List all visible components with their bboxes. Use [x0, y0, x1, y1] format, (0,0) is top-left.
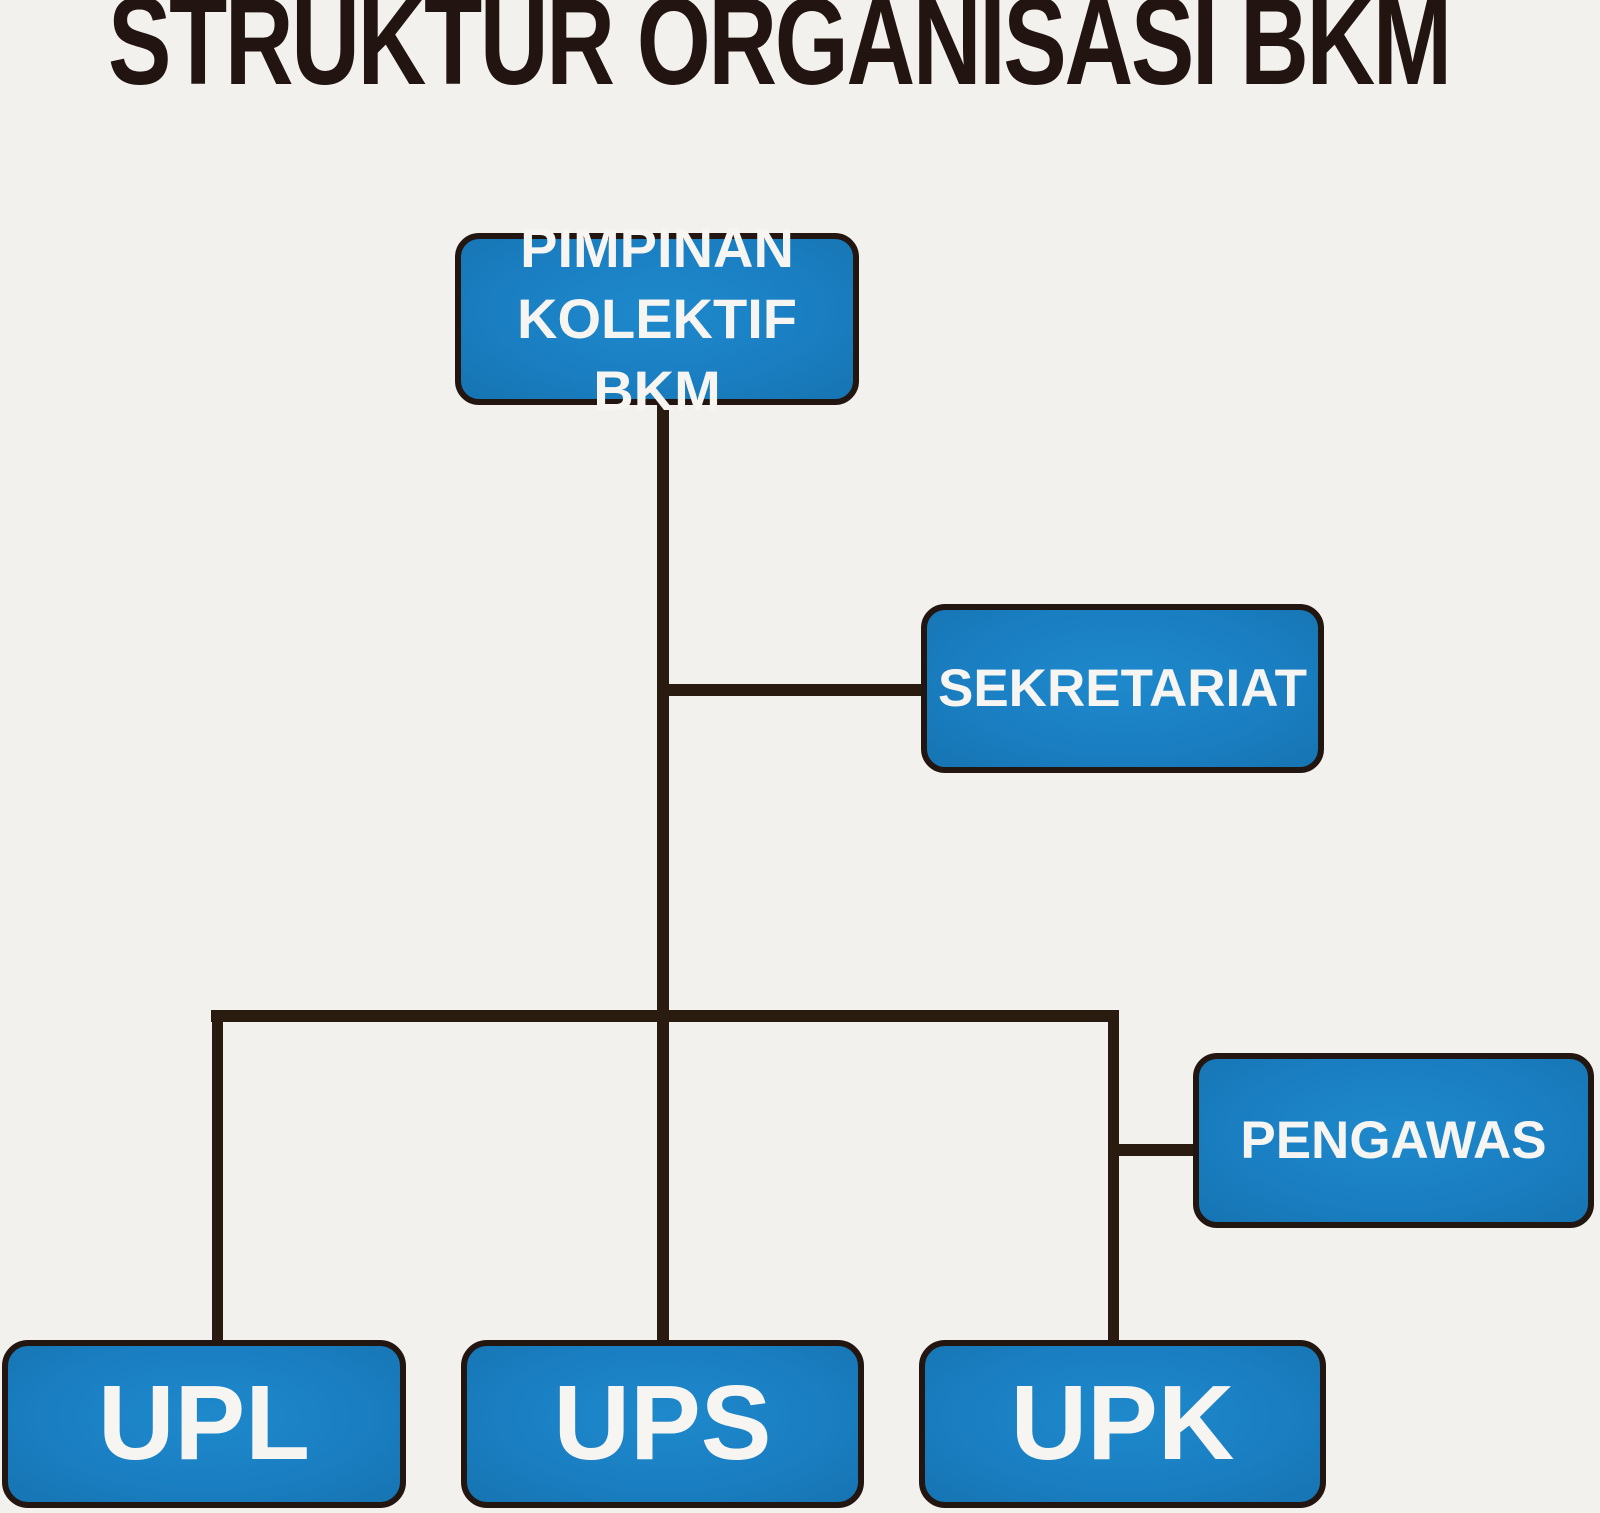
connector-main-rail [211, 1010, 1119, 1022]
node-pimpinan-kolektif-bkm: PIMPINAN KOLEKTIF BKM [455, 216, 859, 422]
node-label: SEKRETARIAT [937, 658, 1308, 718]
node-sekretariat: SEKRETARIAT [921, 604, 1324, 773]
node-upl: UPL [2, 1340, 406, 1508]
node-label: UPL [98, 1364, 310, 1483]
node-label: UPK [1010, 1364, 1235, 1483]
page-title: STRUKTUR ORGANISASI BKM [108, 0, 1452, 111]
node-label: UPS [553, 1364, 772, 1483]
node-upk: UPK [919, 1340, 1326, 1508]
node-label-line2: KOLEKTIF BKM [517, 287, 797, 422]
connector-upl-drop [212, 1016, 223, 1346]
node-ups: UPS [461, 1340, 864, 1508]
connector-pengawas [1108, 1144, 1198, 1156]
node-pengawas: PENGAWAS [1193, 1053, 1594, 1228]
connector-sekretariat [657, 684, 923, 696]
connector-root-vertical [657, 400, 669, 1346]
node-label: PENGAWAS [1240, 1110, 1547, 1170]
connector-upk-drop [1108, 1016, 1119, 1346]
node-label-line1: PIMPINAN [520, 215, 794, 279]
